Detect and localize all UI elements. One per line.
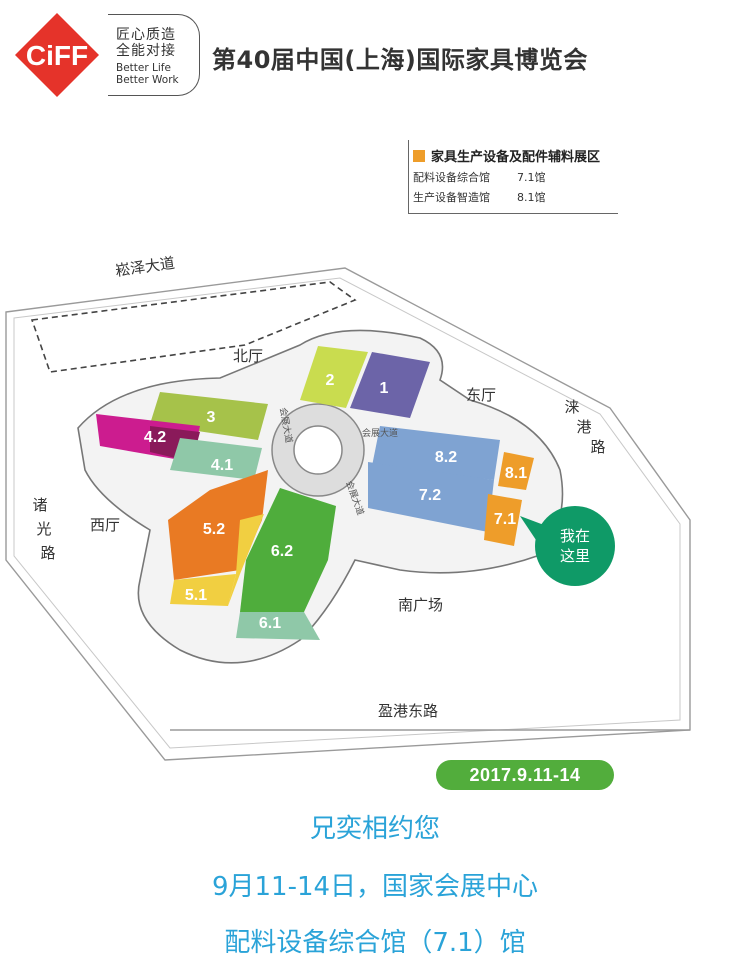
legend-swatch [413,149,425,162]
hall-label-6-2: 6.2 [271,543,293,560]
hall-7-1 [484,494,522,546]
hall-5-1 [170,574,236,606]
hall-6-2 [240,488,336,612]
hall-label-3: 3 [207,409,216,426]
road-east-char-3: 路 [590,438,605,456]
road-south-label: 盈港东路 [378,702,438,720]
hall-6-1 [236,612,320,640]
hall-label-4-2: 4.2 [144,429,166,446]
you-are-here-line2: 这里 [560,547,590,565]
legend-row-name: 生产设备智造馆 [413,191,490,204]
hall-label-7-1: 7.1 [494,511,516,528]
hall-1 [350,352,430,418]
hall-line: 配料设备综合馆（7.1）馆 [224,928,526,958]
hall-2 [300,346,368,408]
legend-heading: 家具生产设备及配件辅料展区 [431,150,601,165]
road-west-char-1: 诸 [32,496,47,514]
ciff-logo: CiFF [15,13,99,97]
hall-7-2 [368,462,494,532]
you-are-here-line1: 我在 [560,527,590,545]
slogan-box: 匠心质造 全能对接 Better Life Better Work [108,14,200,96]
hall-4-1 [170,438,262,480]
hall-label-2: 2 [326,372,335,389]
area-south-plaza: 南广场 [398,596,443,614]
road-north-label: 崧泽大道 [114,254,176,280]
invite-line: 兄奕相约您 [309,814,440,844]
road-west-char-3: 路 [40,544,55,562]
legend-row: 配料设备综合馆 7.1馆 [413,169,618,185]
you-are-here-marker: 我在 这里 [520,506,615,586]
hall-label-8-2: 8.2 [435,449,457,466]
area-north-hall: 北厅 [233,347,263,365]
site-boundary [5,267,691,761]
area-east-hall: 东厅 [466,386,496,404]
road-east-char-2: 港 [576,418,591,436]
hall-8-2 [372,426,500,480]
hall-label-6-1: 6.1 [259,615,281,632]
slogan-en-line2: Better Work [116,74,179,86]
hall-label-1: 1 [380,380,389,397]
legend-row-hall: 7.1馆 [517,171,546,184]
slogan-cn-line1: 匠心质造 [116,27,176,43]
legend: 家具生产设备及配件辅料展区 配料设备综合馆 7.1馆 生产设备智造馆 8.1馆 [408,140,618,214]
north-parking-area [30,281,357,373]
slogan-cn-line2: 全能对接 [116,43,176,59]
legend-row-name: 配料设备综合馆 [413,171,490,184]
avenue-label-ne: 会展大道 [362,427,398,439]
logo-text: CiFF [26,40,88,71]
page-title: 第40届中国(上海)国际家具博览会 [212,46,588,74]
hall-label-7-2: 7.2 [419,487,441,504]
legend-row: 生产设备智造馆 8.1馆 [413,189,618,205]
slogan-en-line1: Better Life [116,62,171,74]
area-west-hall: 西厅 [90,516,120,534]
hall-8-1 [498,452,534,490]
hall-label-5-2: 5.2 [203,521,225,538]
date-badge: 2017.9.11-14 [436,760,614,790]
hall-label-5-1: 5.1 [185,587,207,604]
road-west-char-2: 光 [36,520,51,538]
road-east-char-1: 涞 [564,398,579,416]
date-venue-line: 9月11-14日，国家会展中心 [211,872,539,902]
legend-row-hall: 8.1馆 [517,191,546,204]
hall-label-4-1: 4.1 [211,457,233,474]
hall-label-8-1: 8.1 [505,465,527,482]
